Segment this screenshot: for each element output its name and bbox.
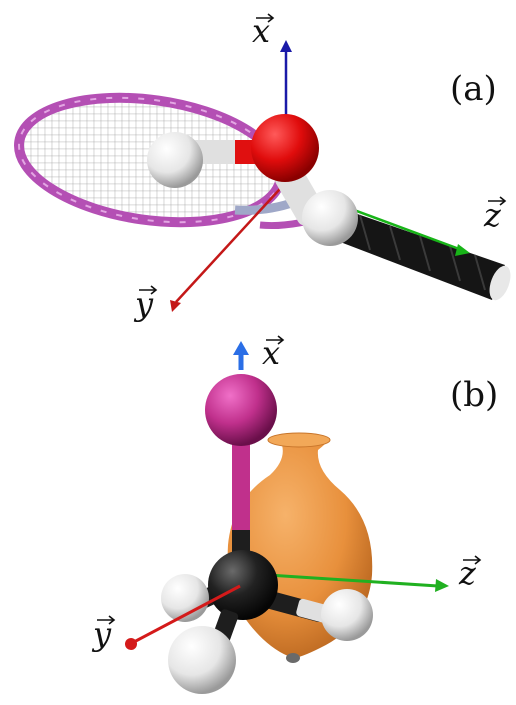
x-arrowhead	[233, 341, 249, 355]
x-arrowhead	[280, 40, 292, 52]
panel-a: x y z (a)	[14, 12, 511, 323]
vase-rim	[267, 432, 331, 448]
y-arrowhead	[170, 300, 181, 312]
racket-handle	[335, 208, 505, 300]
z-axis-arrow	[267, 573, 439, 588]
vase-base	[286, 653, 300, 663]
z-axis-label: z	[458, 554, 477, 592]
hydrogen-atom-front	[168, 626, 236, 694]
water-molecule	[147, 114, 358, 246]
hydrogen-atom-right	[321, 589, 373, 641]
hydrogen-atom-left	[147, 132, 203, 188]
z-axis-label: z	[483, 196, 502, 234]
hydrogen-atom-right	[302, 190, 358, 246]
y-axis-arrow	[131, 584, 241, 645]
racket-butt-cap	[489, 265, 511, 301]
oxygen-atom	[251, 114, 319, 182]
panel-b: x y z (b)	[91, 334, 498, 694]
y-axis-label: y	[133, 285, 154, 323]
x-axis-label: x	[252, 12, 270, 50]
substituent-atom	[205, 374, 277, 446]
z-arrowhead	[435, 579, 449, 592]
carbon-atom	[208, 550, 278, 620]
y-arrow-tip	[125, 638, 137, 650]
y-axis-label: y	[91, 615, 112, 653]
panel-b-label: (b)	[450, 375, 498, 415]
z-arrowhead	[455, 244, 470, 256]
x-axis-label: x	[262, 334, 280, 372]
tennis-racket	[14, 92, 511, 301]
y-axis-arrow	[175, 177, 291, 303]
panel-a-label: (a)	[450, 69, 497, 109]
